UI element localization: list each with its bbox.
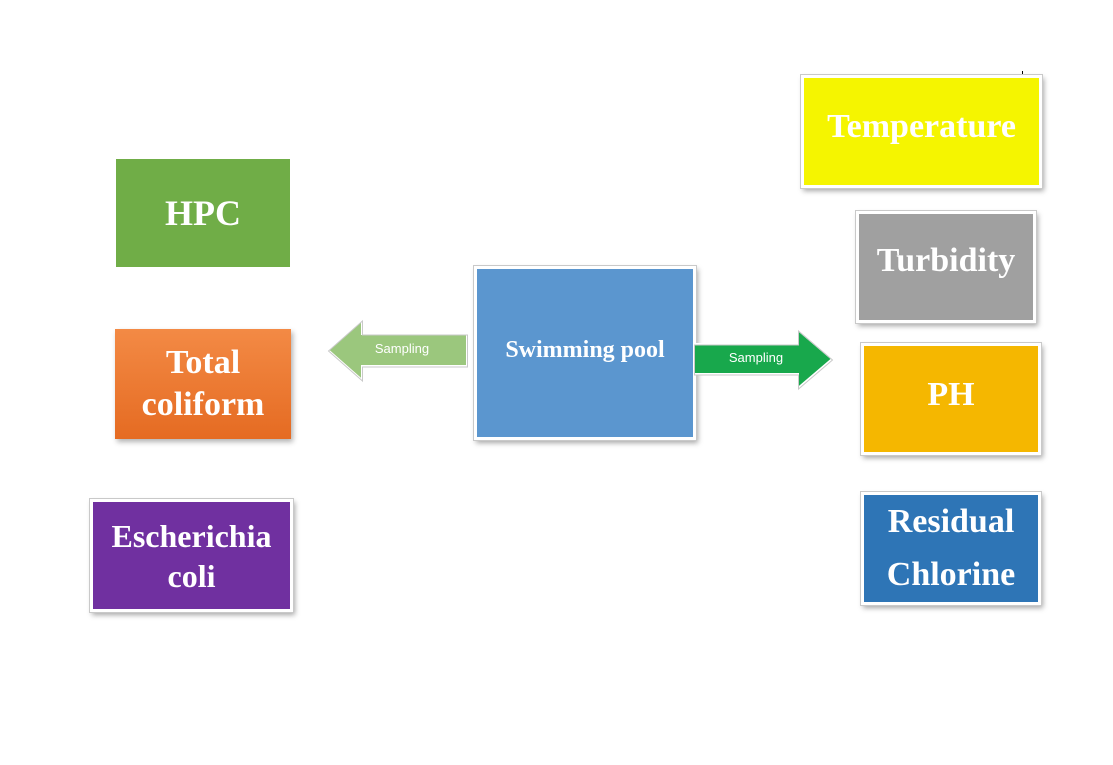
right-sampling-arrow: [693, 327, 834, 391]
escherichia-coli-box: Escherichia coli: [90, 499, 293, 612]
left-sampling-arrow: [326, 317, 468, 383]
turbidity-label: Turbidity: [876, 242, 1016, 279]
residual-chlorine-label: Residual Chlorine: [886, 502, 1016, 593]
left-arrow-label: Sampling: [374, 341, 430, 356]
hpc-box: HPC: [116, 159, 290, 267]
right-arrow-label: Sampling: [728, 350, 784, 365]
total-coliform-label: Total coliform: [141, 343, 265, 424]
swimming-pool-box: Swimming pool: [474, 266, 696, 440]
hpc-label: HPC: [165, 192, 241, 233]
escherichia-coli-label: Escherichia coli: [111, 517, 272, 594]
residual-chlorine-box: Residual Chlorine: [861, 492, 1041, 605]
ph-label: PH: [927, 376, 975, 413]
turbidity-box: Turbidity: [856, 211, 1036, 323]
temperature-box: Temperature: [801, 75, 1042, 188]
temperature-label: Temperature: [827, 108, 1016, 145]
swimming-pool-label: Swimming pool: [505, 337, 665, 363]
ph-box: PH: [861, 343, 1041, 455]
total-coliform-box: Total coliform: [115, 329, 291, 439]
